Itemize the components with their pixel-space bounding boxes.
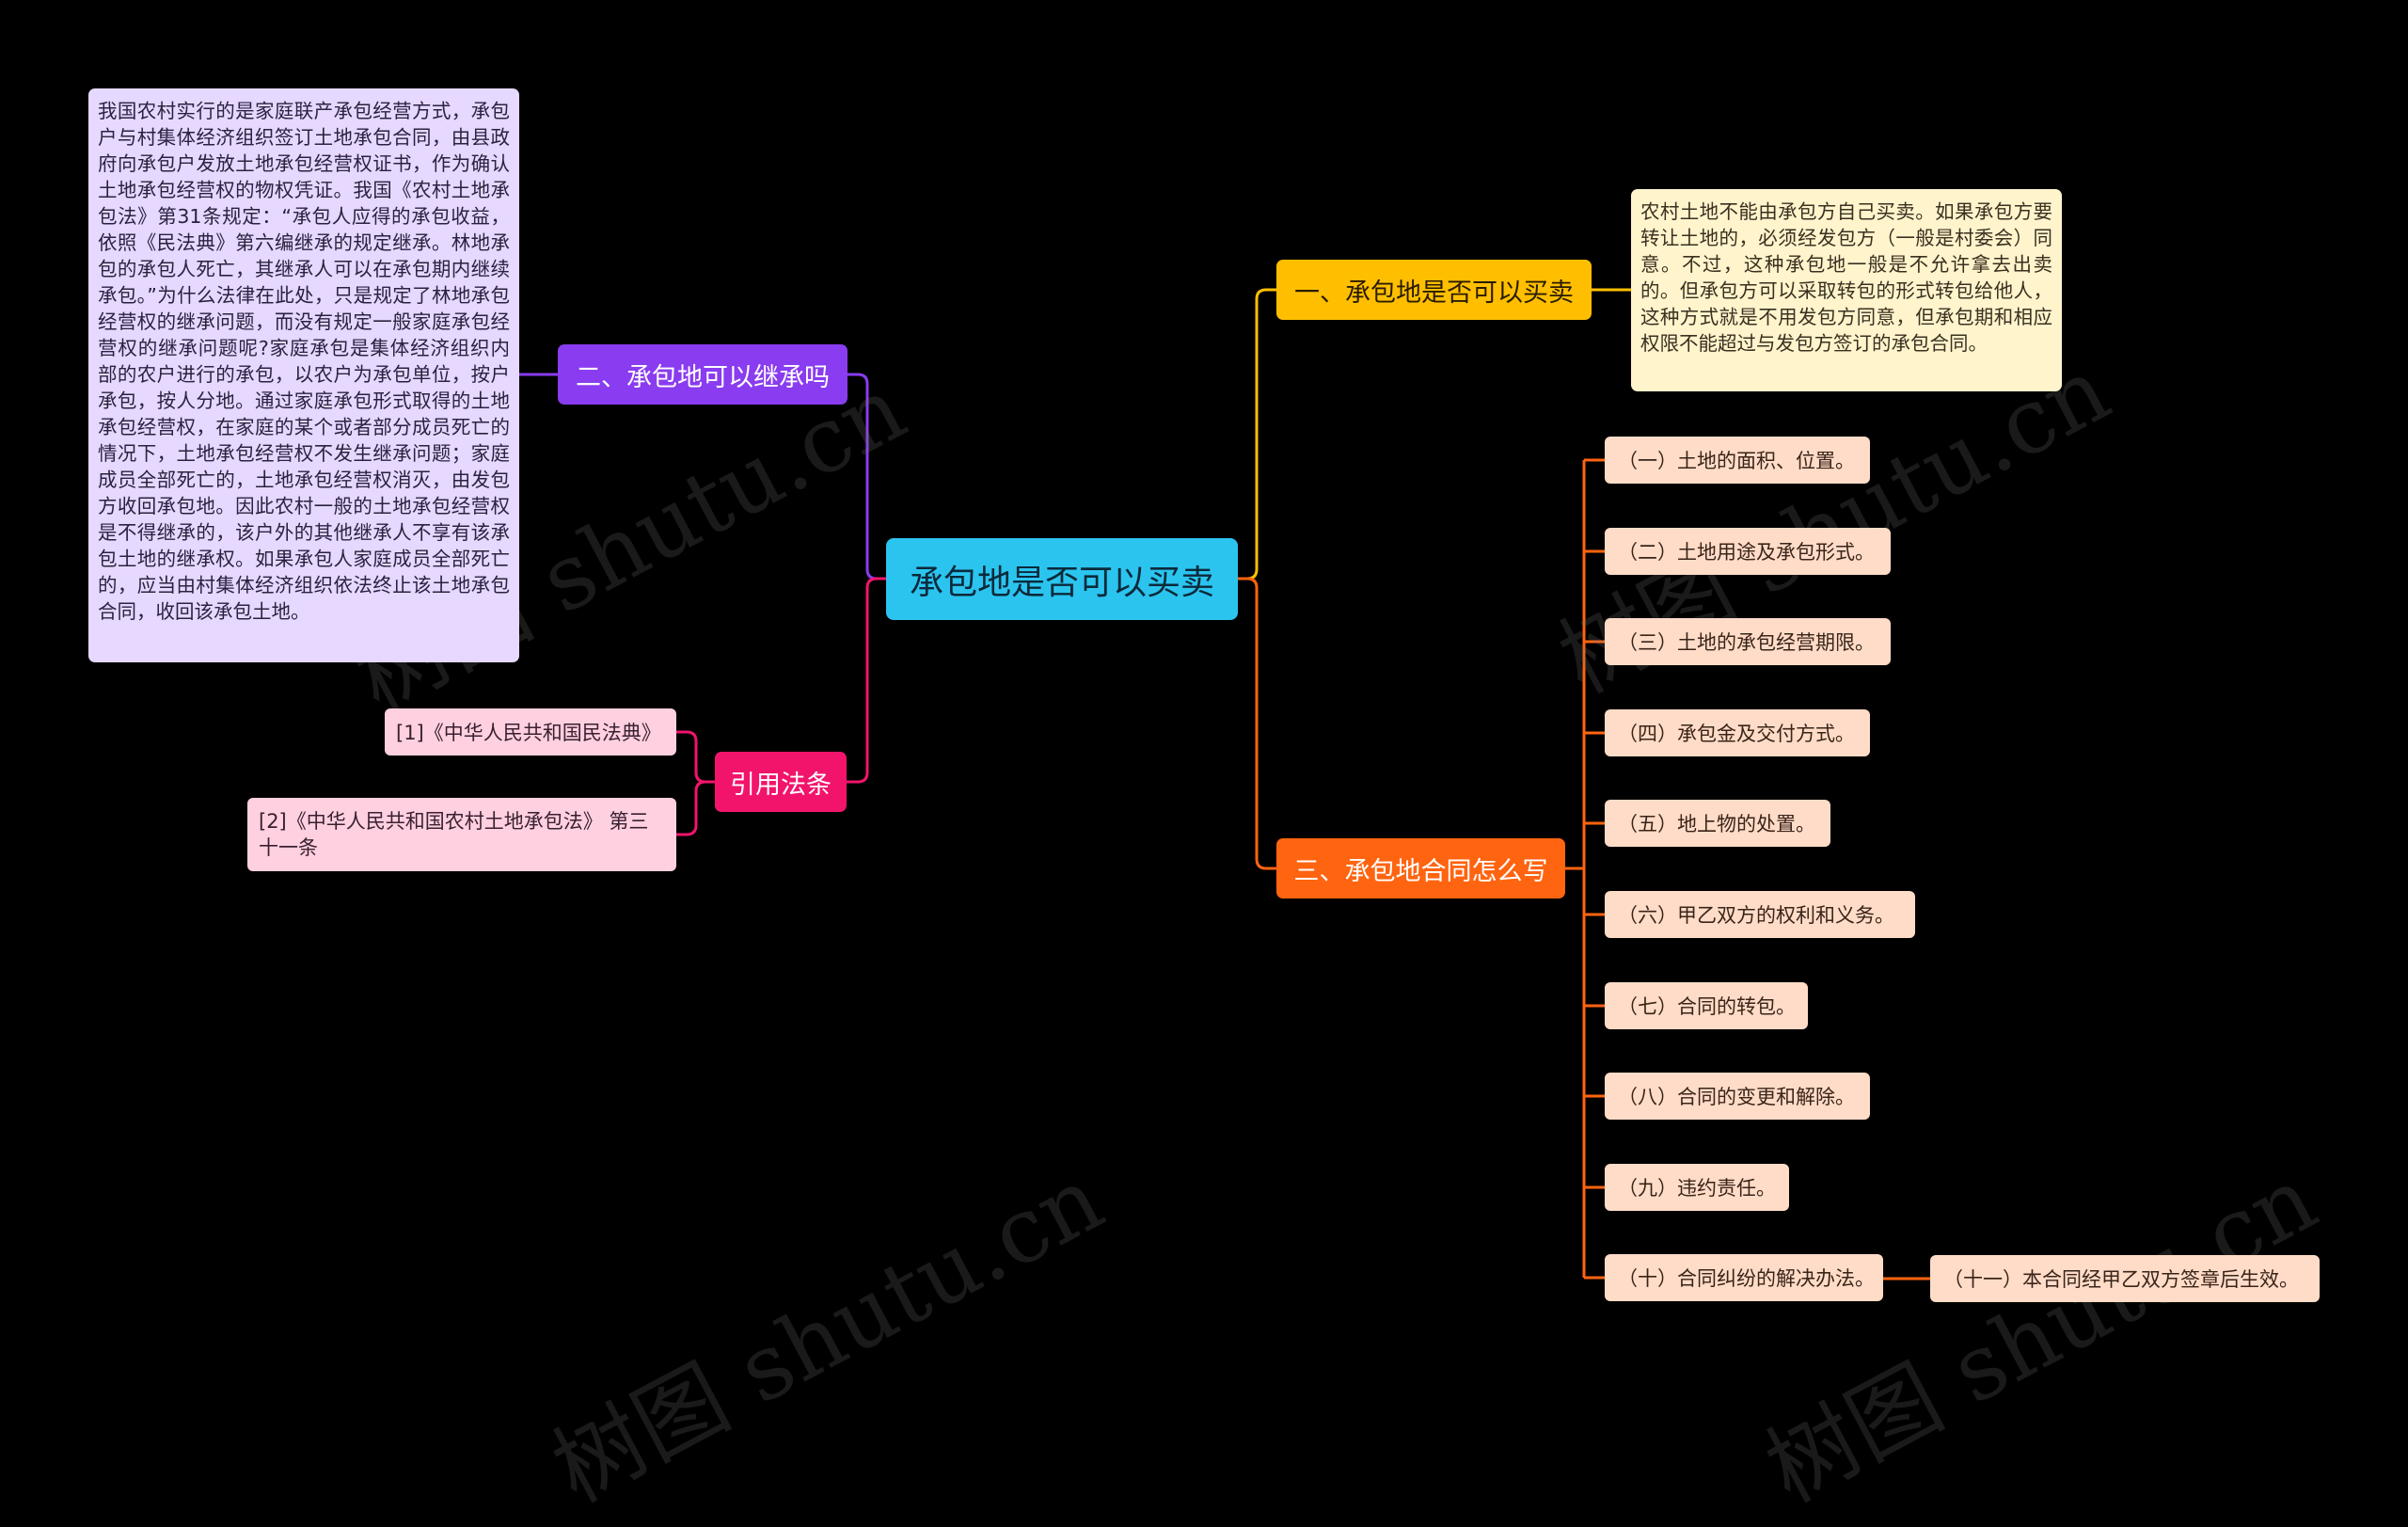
branch-contract-writing[interactable]: 三、承包地合同怎么写 — [1276, 838, 1565, 899]
leaf-item-9[interactable]: （九）违约责任。 — [1605, 1164, 1789, 1211]
leaf-item-2[interactable]: （二）土地用途及承包形式。 — [1605, 528, 1891, 575]
leaf-item-1[interactable]: （一）土地的面积、位置。 — [1605, 437, 1870, 484]
note-can-inherit[interactable]: 我国农村实行的是家庭联产承包经营方式，承包户与村集体经济组织签订土地承包合同，由… — [88, 88, 519, 662]
branch-cited-laws[interactable]: 引用法条 — [715, 752, 847, 812]
link-b3-r1 — [676, 730, 715, 784]
root-topic[interactable]: 承包地是否可以买卖 — [886, 538, 1238, 620]
branch-can-sell[interactable]: 一、承包地是否可以买卖 — [1276, 260, 1592, 320]
note-can-sell[interactable]: 农村土地不能由承包方自己买卖。如果承包方要转让土地的，必须经发包方（一般是村委会… — [1631, 189, 2062, 391]
link-root-b4 — [1238, 577, 1276, 870]
leaf-item-3[interactable]: （三）土地的承包经营期限。 — [1605, 618, 1891, 665]
leaf-item-11[interactable]: （十一）本合同经甲乙双方签章后生效。 — [1930, 1255, 2320, 1302]
link-b3-r2 — [676, 780, 715, 836]
leaf-item-5[interactable]: （五）地上物的处置。 — [1605, 800, 1830, 847]
leaf-item-10[interactable]: （十）合同纠纷的解决办法。 — [1605, 1254, 1883, 1301]
leaf-item-4[interactable]: （四）承包金及交付方式。 — [1605, 709, 1870, 756]
ref-land-contract-law[interactable]: [2]《中华人民共和国农村土地承包法》 第三十一条 — [247, 798, 676, 871]
branch-can-inherit[interactable]: 二、承包地可以继承吗 — [558, 344, 848, 405]
leaf-item-6[interactable]: （六）甲乙双方的权利和义务。 — [1605, 891, 1915, 938]
link-root-b2 — [848, 373, 886, 581]
connector-lines — [519, 288, 1930, 1280]
link-b4-trunk — [1565, 460, 1586, 1278]
ref-civil-code[interactable]: [1]《中华人民共和国民法典》 — [385, 708, 676, 756]
leaf-item-7[interactable]: （七）合同的转包。 — [1605, 982, 1808, 1029]
leaf-item-8[interactable]: （八）合同的变更和解除。 — [1605, 1073, 1870, 1120]
link-root-b1 — [1238, 288, 1276, 581]
link-root-b3 — [847, 577, 886, 784]
